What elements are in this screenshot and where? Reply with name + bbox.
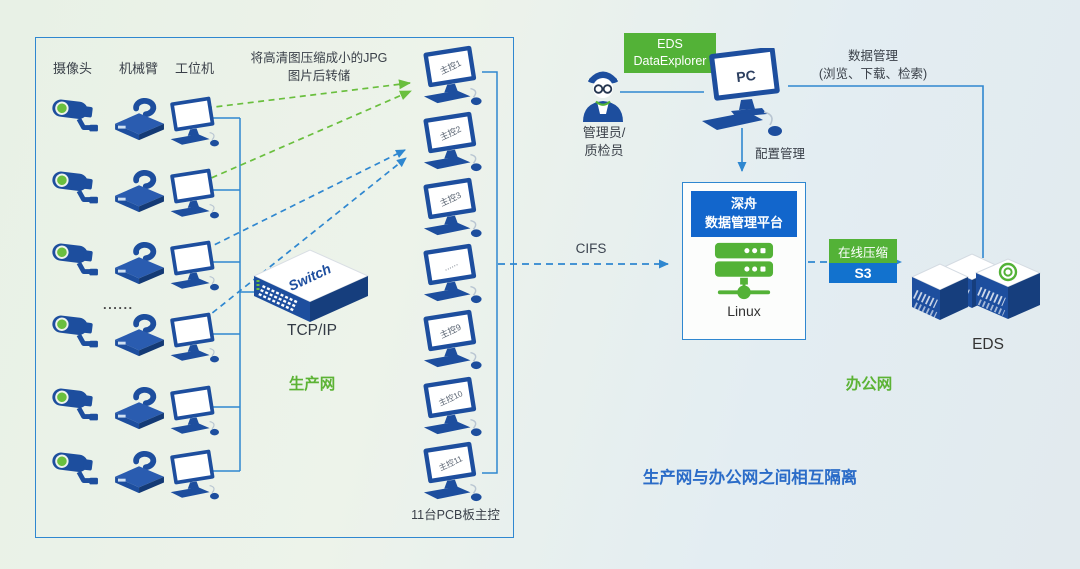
platform-box: 深舟 数据管理平台 Linux xyxy=(682,182,806,340)
eds-badge-line2: DataExplorer xyxy=(633,53,707,68)
camera-icon xyxy=(50,96,100,140)
linux-server-icon xyxy=(712,241,776,301)
linux-label: Linux xyxy=(727,302,761,319)
compress-note-line1: 将高清图压缩成小的JPG xyxy=(250,51,388,65)
master-monitor-ellipsis: ...... xyxy=(416,243,490,305)
online-compress-badge: 在线压缩 S3 xyxy=(829,239,897,283)
switch-icon: Switch xyxy=(246,238,378,334)
platform-title-line2: 数据管理平台 xyxy=(704,214,783,230)
workstation-icon xyxy=(164,96,226,148)
robot-arm-icon xyxy=(113,96,167,142)
admin-label-line2: 质检员 xyxy=(584,143,624,159)
pc-icon: PC xyxy=(696,48,796,143)
camera-icon xyxy=(50,312,100,356)
master-monitor-2: 主控2 xyxy=(416,111,490,173)
camera-icon xyxy=(50,240,100,284)
s3-label: S3 xyxy=(829,263,897,283)
config-mgmt-label: 配置管理 xyxy=(755,147,806,161)
camera-icon xyxy=(50,385,100,429)
robot-arm-icon xyxy=(113,240,167,286)
robot-arm-icon xyxy=(113,312,167,358)
column-label-workstation: 工位机 xyxy=(175,61,215,76)
office-network-label: 办公网 xyxy=(845,376,893,393)
data-mgmt-line2: (浏览、下载、检索) xyxy=(818,66,928,81)
robot-arm-icon xyxy=(113,449,167,495)
master-monitor-11: 主控11 xyxy=(416,441,490,503)
isolation-note: 生产网与办公网之间相互隔离 xyxy=(642,469,858,487)
compress-note: 将高清图压缩成小的JPG 图片后转储 xyxy=(233,50,405,85)
monitors-caption: 11台PCB板主控 xyxy=(411,508,500,522)
cifs-label: CIFS xyxy=(575,241,607,256)
data-mgmt-label: 数据管理 (浏览、下载、检索) xyxy=(808,48,938,83)
eds-server-stack-icon xyxy=(908,246,1048,346)
pc-screen-label: PC xyxy=(735,67,756,85)
column-label-camera: 摄像头 xyxy=(53,61,93,76)
master-monitor-3: 主控3 xyxy=(416,177,490,239)
column-label-robot-arm: 机械臂 xyxy=(119,61,159,76)
robot-arm-icon xyxy=(113,385,167,431)
tcp-ip-label: TCP/IP xyxy=(287,322,337,339)
admin-label: 管理员/ 质检员 xyxy=(568,124,640,160)
eds-badge-line1: EDS xyxy=(657,37,683,51)
master-monitor-1: 主控1 xyxy=(416,45,490,107)
compress-note-line2: 图片后转储 xyxy=(287,68,351,83)
eds-label: EDS xyxy=(972,336,1004,353)
data-mgmt-line1: 数据管理 xyxy=(847,49,898,63)
camera-icon xyxy=(50,449,100,493)
robot-arm-icon xyxy=(113,168,167,214)
production-network-label: 生产网 xyxy=(288,376,336,393)
admin-label-line1: 管理员/ xyxy=(582,125,626,140)
platform-title-line1: 深舟 xyxy=(730,196,757,211)
production-network-box xyxy=(35,37,514,538)
workstation-icon xyxy=(164,240,226,292)
workstation-icon xyxy=(164,449,226,501)
workstation-icon xyxy=(164,385,226,437)
workstation-icon xyxy=(164,168,226,220)
online-compress-label: 在线压缩 xyxy=(829,239,897,263)
eds-dataexplorer-badge: EDS DataExplorer xyxy=(624,33,716,73)
camera-icon xyxy=(50,168,100,212)
platform-title: 深舟 数据管理平台 xyxy=(691,191,797,237)
master-monitor-9: 主控9 xyxy=(416,309,490,371)
admin-person-icon xyxy=(576,62,630,124)
device-rows-ellipsis: ...... xyxy=(103,297,134,312)
master-monitor-10: 主控10 xyxy=(416,376,490,438)
workstation-icon xyxy=(164,312,226,364)
